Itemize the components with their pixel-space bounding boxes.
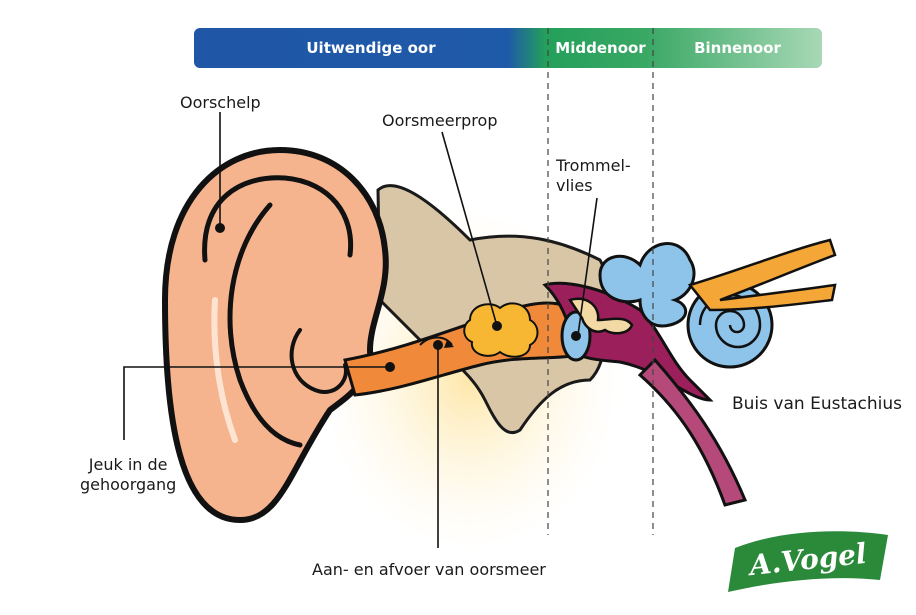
flow-arrow-head (444, 340, 454, 348)
zone-label-middle: Middenoor (555, 39, 646, 57)
label-earwax-plug: Oorsmeerprop (382, 111, 498, 130)
zone-bar (194, 28, 822, 68)
ossicles (568, 297, 634, 335)
label-itch: Jeuk in de gehoorgang (80, 455, 177, 494)
eustachian-tube-shape (637, 357, 748, 507)
label-pinna: Oorschelp (180, 93, 261, 112)
leader-dots (215, 223, 581, 372)
pinna-shape (162, 147, 389, 523)
earwax-plug (463, 302, 539, 358)
brand-name: A.Vogel (747, 536, 869, 583)
flow-arrow (419, 336, 453, 346)
label-eustachian-tube: Buis van Eustachius (732, 394, 903, 414)
brand-logo: A.Vogel (728, 533, 888, 593)
pinna-highlight (211, 297, 238, 443)
label-wax-flow: Aan- en afvoer van oorsmeer (312, 560, 546, 579)
pinna-rim (202, 175, 354, 263)
leader-lines (123, 112, 598, 548)
zone-label-inner: Binnenoor (694, 39, 781, 57)
brand-logo-badge (728, 531, 888, 592)
auditory-nerve (687, 238, 837, 312)
label-eardrum: Trommel- vlies (556, 156, 631, 195)
concha (289, 328, 348, 394)
zone-label-outer: Uitwendige oor (306, 39, 436, 57)
